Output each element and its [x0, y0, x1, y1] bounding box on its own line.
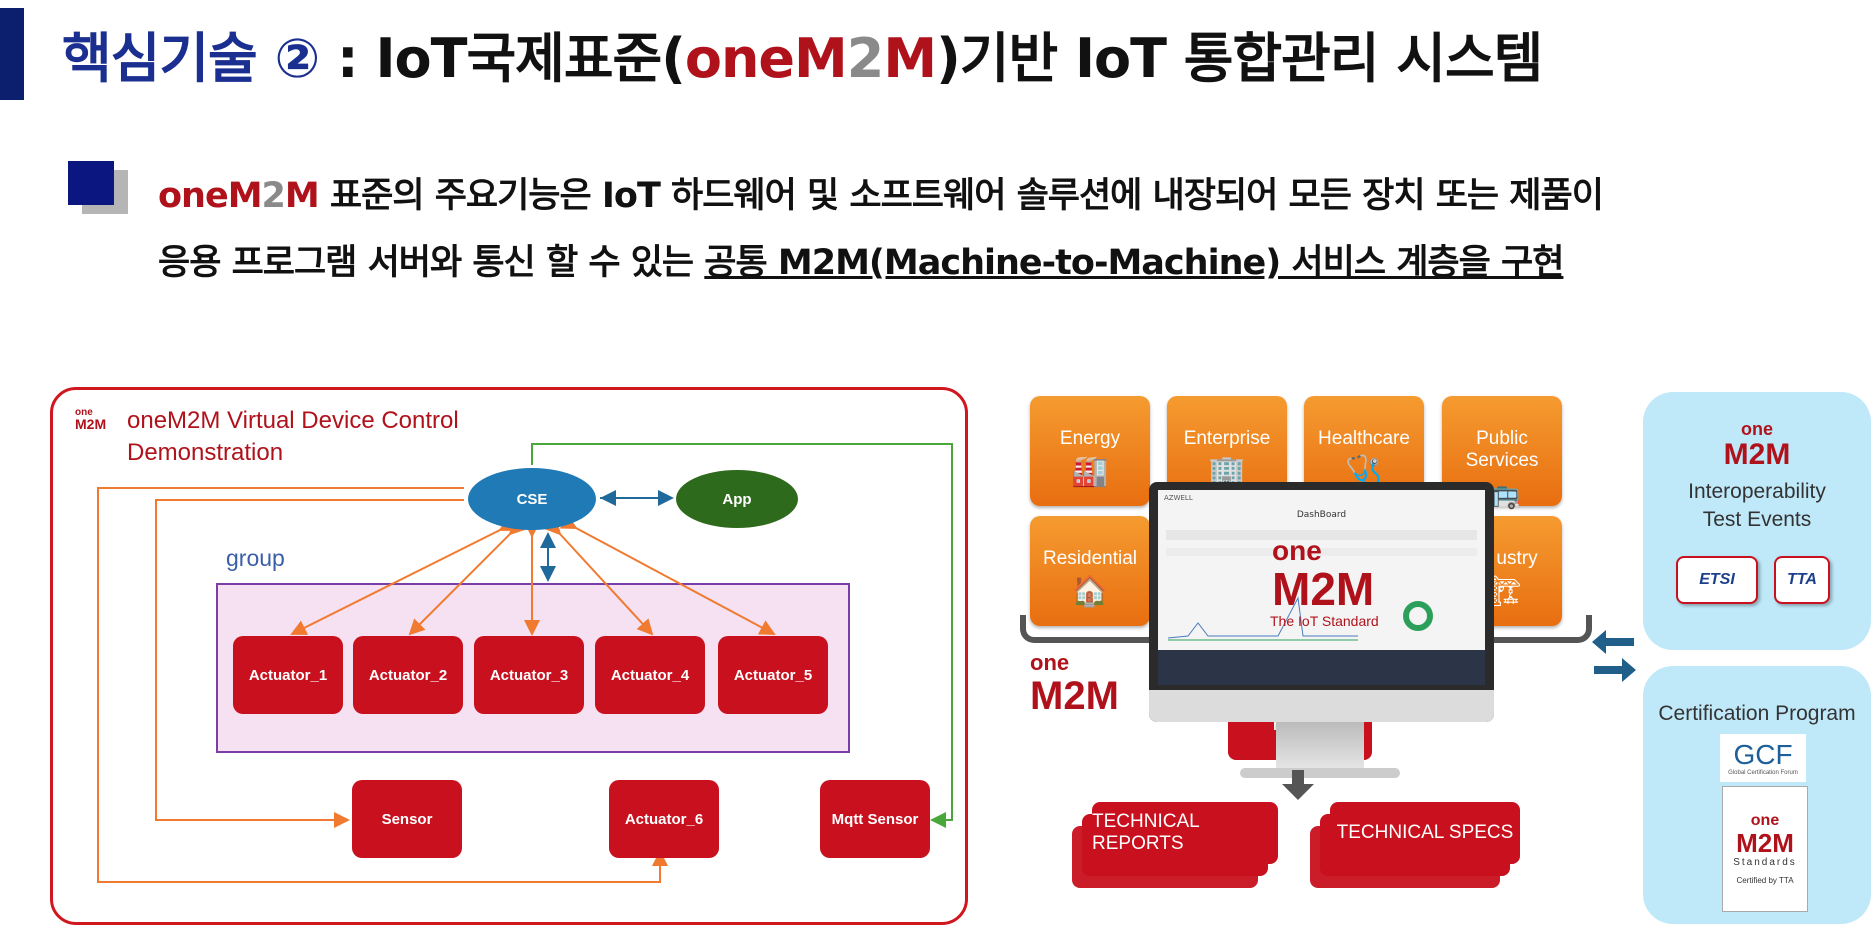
tile-public-services: Public Services🚌	[1442, 396, 1562, 510]
monitor-stand	[1276, 722, 1364, 772]
logo-m2m-text: M2M	[1030, 674, 1119, 718]
title-prefix: 핵심기술 ②	[62, 27, 320, 90]
description-line-2: 응용 프로그램 서버와 통신 할 수 있는 공통 M2M(Machine-to-…	[158, 234, 1564, 285]
mini-logo-one: one	[75, 407, 93, 418]
screen-onem2m-logo: one M2M The IoT Standard	[1270, 535, 1382, 630]
energy-icon: 🏭	[1071, 455, 1109, 488]
monitor-chin	[1149, 690, 1494, 722]
brand-text-a: oneM	[158, 176, 263, 216]
cse-node: CSE	[468, 468, 596, 530]
mini-logo-m2m: M2M	[75, 416, 106, 431]
seal-logo-one: one	[1750, 812, 1780, 829]
onem2m-small-logo: one M2M	[73, 405, 115, 432]
monitor-stand-base	[1240, 768, 1400, 778]
residential-icon: 🏠	[1071, 575, 1109, 608]
screen-tagline: The IoT Standard	[1270, 613, 1379, 629]
dashboard-header: DashBoard	[1296, 510, 1347, 520]
actuator-6-node: Actuator_6	[609, 780, 719, 858]
demo-title: oneM2M Virtual Device Control Demonstrat…	[127, 405, 459, 469]
page-title: 핵심기술 ② : IoT국제표준(oneM2M)기반 IoT 통합관리 시스템	[62, 14, 1543, 93]
seal-standards: Standards	[1733, 857, 1797, 868]
bullet-square	[68, 161, 114, 205]
actuator6-loop	[97, 487, 668, 883]
dashboard-footer	[1158, 650, 1485, 685]
gcf-logo: GCF Global Certification Forum	[1720, 734, 1806, 782]
description-line-1-text: 표준의 주요기능은 IoT 하드웨어 및 소프트웨어 솔루션에 내장되어 모든 …	[318, 176, 1604, 216]
description-line-1: oneM2M 표준의 주요기능은 IoT 하드웨어 및 소프트웨어 솔루션에 내…	[158, 167, 1604, 218]
tile-industry-label: ustry	[1496, 548, 1538, 569]
dashboard-chart	[1166, 530, 1477, 641]
mqtt-sensor-node: Mqtt Sensor	[820, 780, 930, 858]
sensor-node: Sensor	[352, 780, 462, 858]
interop-line-2: Test Events	[1702, 508, 1812, 531]
title-brand-m: M	[883, 27, 937, 90]
title-suffix: )기반 IoT 통합관리 시스템	[936, 27, 1543, 90]
screen-logo-m2m: M2M	[1272, 563, 1375, 615]
mqtt-loop	[531, 443, 953, 828]
onem2m-logo: one M2M	[1030, 650, 1119, 724]
technical-specs-doc: TECHNICAL SPECS	[1330, 802, 1520, 864]
actuator-2-node: Actuator_2	[353, 636, 463, 714]
seal-certified: Certified by TTA	[1736, 876, 1794, 885]
title-brand-one: oneM	[684, 27, 848, 90]
actuator-4-node: Actuator_4	[595, 636, 705, 714]
description-line-2-underlined: 공통 M2M(Machine-to-Machine) 서비스 계층을 구현	[704, 243, 1564, 283]
actuator-1-node: Actuator_1	[233, 636, 343, 714]
down-arrow-icon	[1282, 770, 1314, 800]
technical-reports-doc: TECHNICAL REPORTS	[1092, 802, 1278, 864]
tile-public-services-label: Public Services	[1465, 428, 1539, 471]
tile-enterprise-label: Enterprise	[1183, 428, 1271, 449]
logo-one-text: one	[1030, 650, 1070, 675]
title-colon: : IoT국제표준(	[319, 27, 686, 90]
description-line-2-text: 응용 프로그램 서버와 통신 할 수 있는	[158, 243, 705, 283]
interop-onem2m-logo: one M2M	[1722, 420, 1792, 474]
sensor-loop	[155, 499, 464, 828]
demo-title-line-2: Demonstration	[127, 439, 284, 466]
tile-energy: Energy 🏭	[1030, 396, 1150, 506]
title-brand-two: 2	[846, 27, 885, 90]
dashboard-brand: AZWELL	[1164, 494, 1193, 502]
cse-actuator-arrows	[290, 514, 776, 636]
onem2m-standards-seal: one M2M Standards Certified by TTA	[1722, 786, 1808, 912]
interop-text: Interoperability Test Events	[1643, 480, 1871, 532]
tile-residential-label: Residential	[1043, 548, 1137, 569]
certification-program-label: Certification Program	[1658, 702, 1856, 725]
interop-line-1: Interoperability	[1688, 480, 1826, 503]
brand-text-2: 2	[261, 176, 286, 216]
app-node: App	[676, 470, 798, 528]
group-label: group	[226, 545, 285, 571]
actuator-3-node: Actuator_3	[474, 636, 584, 714]
tile-residential: Residential 🏠	[1030, 516, 1150, 626]
title-accent-bar	[0, 8, 24, 100]
demo-title-line-1: oneM2M Virtual Device Control	[127, 407, 459, 434]
gcf-text: GCF	[1733, 739, 1793, 770]
gcf-subtext: Global Certification Forum	[1728, 770, 1798, 776]
etsi-badge: ETSI	[1676, 556, 1758, 604]
screen-logo-one: one	[1272, 535, 1322, 566]
tile-energy-label: Energy	[1059, 428, 1121, 449]
interop-logo-one: one	[1740, 419, 1773, 439]
brand-text-b: M	[284, 176, 320, 216]
interop-panel	[1643, 392, 1871, 650]
actuator-5-node: Actuator_5	[718, 636, 828, 714]
tta-badge: TTA	[1774, 556, 1830, 604]
interop-logo-m2m: M2M	[1723, 438, 1791, 471]
seal-logo-m2m: M2M	[1736, 828, 1794, 858]
virtual-device-demo-panel	[50, 387, 968, 925]
tile-healthcare-label: Healthcare	[1318, 428, 1410, 449]
exchange-arrows-icon	[1592, 630, 1636, 682]
